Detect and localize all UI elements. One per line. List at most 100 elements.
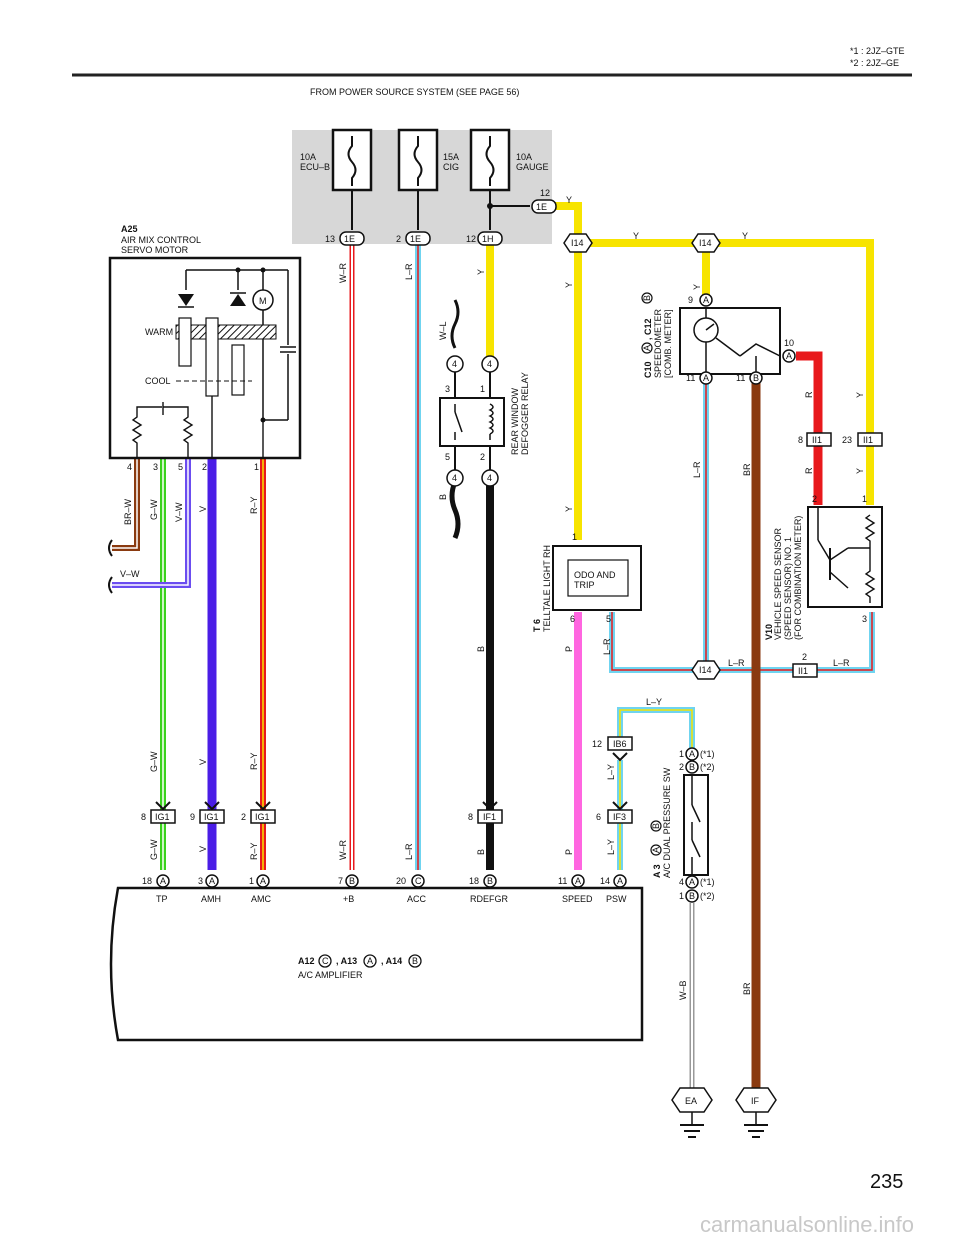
term-b: +B	[343, 894, 354, 904]
wl-v-1: V	[198, 506, 208, 512]
svg-text:3: 3	[862, 614, 867, 624]
svg-text:A: A	[642, 345, 652, 351]
rear-window-defogger-relay: 4 4 4 4 3 1 5 2 REAR WINDOW DEFOGGER REL…	[439, 355, 530, 487]
jc-1e-12: 1E 12	[531, 188, 557, 214]
svg-text:A: A	[651, 847, 661, 853]
wl-p-1: P	[564, 646, 574, 652]
fuse-ecu-b-rating: 10A	[300, 152, 316, 162]
term-speed: SPEED	[562, 894, 593, 904]
svg-text:7: 7	[338, 876, 343, 886]
svg-text:A: A	[260, 876, 266, 886]
vehicle-speed-sensor: 2 1 3 V10 VEHICLE SPEED SENSOR (SPEED SE…	[764, 494, 883, 640]
a25-label-2: SERVO MOTOR	[121, 245, 189, 255]
a25-label-1: AIR MIX CONTROL	[121, 235, 201, 245]
svg-text:1H: 1H	[482, 234, 494, 244]
ac-dual-pressure-switch: A 1 (*1) B 2 (*2) A 4 (*1) B 1 (*2) A 3 …	[650, 747, 715, 903]
fuse-gauge-rating: 10A	[516, 152, 532, 162]
wl-r-2: R	[804, 467, 814, 474]
svg-text:1E: 1E	[536, 202, 547, 212]
wl-w-b: W–B	[678, 980, 688, 1000]
fuse-ecu-b-name: ECU–B	[300, 162, 330, 172]
wl-br-1: BR	[742, 463, 752, 476]
svg-text:A: A	[575, 876, 581, 886]
svg-text:14: 14	[600, 876, 610, 886]
svg-text:4: 4	[487, 359, 492, 369]
wl-w-r-1: W–R	[338, 263, 348, 284]
a25-pin-4: 4	[127, 462, 132, 472]
junction-i14-3: I14	[691, 660, 721, 680]
page-number: 235	[870, 1171, 903, 1193]
svg-text:2: 2	[679, 762, 684, 772]
svg-text:10: 10	[784, 338, 794, 348]
svg-text:II1: II1	[863, 435, 873, 445]
svg-text:I14: I14	[699, 665, 712, 675]
svg-text:A: A	[786, 351, 792, 361]
wl-r-y-1: R–Y	[249, 496, 259, 514]
svg-text:A: A	[689, 749, 695, 759]
wl-y-8: Y	[855, 392, 865, 398]
svg-text:5: 5	[606, 614, 611, 624]
wl-g-w-1: G–W	[149, 499, 159, 520]
svg-text:C: C	[415, 876, 422, 886]
term-amh: AMH	[201, 894, 221, 904]
svg-text:6: 6	[570, 614, 575, 624]
svg-text:B: B	[651, 823, 661, 829]
note-2jz-gte: *1 : 2JZ–GTE	[850, 46, 905, 56]
wl-y-7: Y	[692, 284, 702, 290]
svg-text:23: 23	[842, 435, 852, 445]
svg-text:12: 12	[466, 234, 476, 244]
fuse-gauge-name: GAUGE	[516, 162, 549, 172]
term-psw: PSW	[606, 894, 627, 904]
wl-g-w-2: G–W	[149, 751, 159, 772]
junction-i14-1: I14	[563, 233, 593, 253]
wl-r-1: R	[804, 391, 814, 398]
svg-text:1: 1	[480, 384, 485, 394]
power-source-label: FROM POWER SOURCE SYSTEM (SEE PAGE 56)	[310, 87, 519, 97]
svg-text:11: 11	[686, 373, 695, 383]
amp-pins: A18 A3 A1 B7 C20 B18 A11 A14	[142, 874, 627, 888]
svg-text:II1: II1	[812, 435, 822, 445]
wl-v-w: V–W	[174, 502, 184, 522]
wl-l-r-2: L–R	[404, 843, 414, 860]
svg-text:A: A	[617, 876, 623, 886]
wl-v-2: V	[198, 759, 208, 765]
svg-text:2: 2	[480, 452, 485, 462]
fuse-cig: 15A CIG	[397, 128, 459, 230]
svg-text:12: 12	[592, 739, 602, 749]
term-rdefgr: RDEFGR	[470, 894, 509, 904]
svg-text:(*1): (*1)	[700, 749, 715, 759]
jc-1e-2: 1E 2	[396, 231, 431, 246]
svg-text:20: 20	[396, 876, 406, 886]
svg-text:(*1): (*1)	[700, 877, 715, 887]
a25-cool: COOL	[145, 376, 171, 386]
odo-trip-1: ODO AND	[574, 570, 616, 580]
wl-b-2: B	[476, 646, 486, 652]
svg-text:I14: I14	[699, 238, 712, 248]
svg-text:1E: 1E	[410, 234, 421, 244]
wl-w-r-2: W–R	[338, 840, 348, 861]
svg-text:3: 3	[198, 876, 203, 886]
a3-code: A 3	[652, 864, 662, 878]
wl-br-2: BR	[742, 982, 752, 995]
fuse-cig-name: CIG	[443, 162, 459, 172]
odo-trip-2: TRIP	[574, 580, 595, 590]
amp-code-a12: A12	[298, 956, 315, 966]
svg-text:2: 2	[812, 494, 817, 504]
wl-y-5: Y	[564, 282, 574, 288]
wl-y-1: Y	[476, 269, 486, 275]
wl-l-r-5: L–R	[833, 658, 850, 668]
wl-l-r-1: L–R	[404, 263, 414, 280]
fuse-ecu-b: 10A ECU–B	[300, 128, 373, 230]
wl-l-r-4: L–R	[728, 658, 745, 668]
svg-text:IB6: IB6	[613, 739, 627, 749]
fuse-gauge: 10A GAUGE	[469, 128, 549, 230]
svg-text:B: B	[487, 876, 493, 886]
v10-label-2: (SPEED SENSOR) NO. 1	[783, 537, 793, 640]
svg-text:12: 12	[540, 188, 550, 198]
jc-1h-12: 1H 12	[466, 231, 503, 246]
svg-text:B: B	[412, 956, 418, 966]
v10-label-1: VEHICLE SPEED SENSOR	[773, 527, 783, 640]
a25-pin-5: 5	[178, 462, 183, 472]
wl-y-4: Y	[742, 231, 748, 241]
